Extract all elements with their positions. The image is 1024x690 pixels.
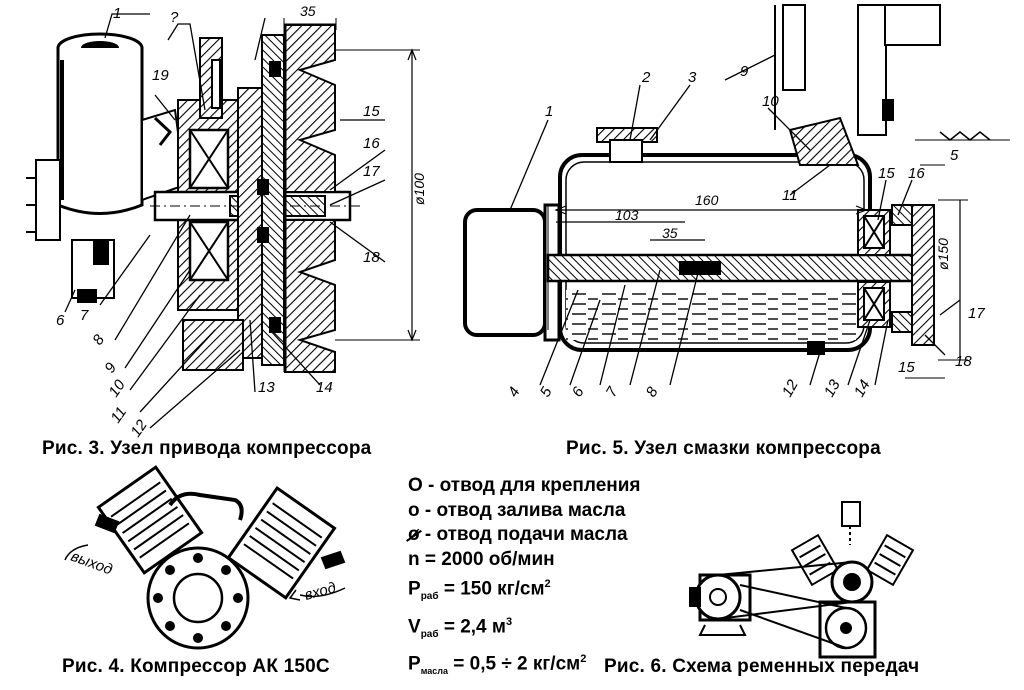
fig3-label: 7 xyxy=(80,307,89,324)
fig5-dim-diameter: ø150 xyxy=(935,238,951,270)
fig5-label: 6 xyxy=(569,384,588,400)
fig5-label: 16 xyxy=(908,165,925,182)
fig3-label: 18 xyxy=(363,249,380,266)
legend-line-oil-fill: o - отвод залива масла xyxy=(408,499,626,521)
fig3-label: 8 xyxy=(89,331,108,348)
fig5-dim-160: 160 xyxy=(695,192,719,208)
fig5-label: 12 xyxy=(779,376,802,400)
fig5-label: 7 xyxy=(603,384,622,400)
legend-line-speed: n = 2000 об/мин xyxy=(408,548,555,570)
fig3-label: 10 xyxy=(105,376,129,400)
fig3-caption: Рис. 3. Узел привода компрессора xyxy=(42,438,372,459)
fig3-label: 13 xyxy=(258,379,275,396)
fig5-label: 15 xyxy=(898,359,915,376)
fig5-label: 4 xyxy=(505,384,524,400)
fig5-dim-35: 35 xyxy=(662,225,678,241)
fig5-label: 15 xyxy=(878,165,895,182)
fig5-label: 13 xyxy=(821,376,844,400)
fig3-label: 14 xyxy=(316,379,333,396)
fig5-label: 14 xyxy=(851,377,874,400)
fig5-label: 8 xyxy=(643,384,662,400)
fig3-label: 17 xyxy=(363,163,380,180)
fig5-label: 2 xyxy=(641,69,651,86)
fig3-drive-unit-drawing xyxy=(26,13,420,429)
legend-line-oil-pressure: Pмасла = 0,5 ÷ 2 кг/см2 xyxy=(408,653,587,677)
fig4-caption: Рис. 4. Компрессор АК 150С xyxy=(62,656,330,677)
inlet-label: вход xyxy=(303,579,338,604)
fig3-label: 15 xyxy=(363,103,380,120)
fig5-caption: Рис. 5. Узел смазки компрессора xyxy=(566,438,881,459)
outlet-label: выход xyxy=(69,548,115,579)
legend-line-oil-feed: ø - отвод подачи масла xyxy=(408,523,641,548)
fig3-label: 16 xyxy=(363,135,380,152)
fig3-label: 12 xyxy=(127,416,151,440)
legend-line-work-volume: Vраб = 2,4 м3 xyxy=(408,615,513,640)
fig5-label: 10 xyxy=(762,93,779,110)
fig5-label: 1 xyxy=(545,103,553,120)
fig5-label: 9 xyxy=(740,63,749,80)
fig5-label: 5 xyxy=(537,384,556,400)
fig3-label: 19 xyxy=(152,67,169,84)
fig5-part-labels: 9 2 3 1 10 11 5 15 16 160 103 35 ø150 4 … xyxy=(505,63,986,400)
fig5-label: 17 xyxy=(968,305,985,322)
fig5-dim-103: 103 xyxy=(615,207,639,223)
fig3-label: 11 xyxy=(107,404,130,427)
fig5-label: 11 xyxy=(782,187,798,204)
fig6-belt-drive-drawing xyxy=(689,501,915,659)
fig3-label: 1 xyxy=(113,5,121,22)
fig5-label: 5 xyxy=(950,147,959,164)
fig3-label: ? xyxy=(170,9,179,26)
legend-line-work-pressure: Pраб = 150 кг/см2 xyxy=(408,578,551,603)
fig5-lubrication-unit-drawing xyxy=(463,4,1010,386)
fig3-label: 9 xyxy=(101,359,120,376)
fig3-label: 6 xyxy=(56,312,65,329)
fig5-label: 3 xyxy=(688,69,697,86)
fig3-dim-width: 35 xyxy=(300,3,316,19)
legend-line-mount: O - отвод для крепления xyxy=(408,475,641,496)
fig4-compressor-drawing xyxy=(64,465,346,650)
legend: O - отвод для крепления o - отвод залива… xyxy=(408,474,641,684)
fig3-dim-diameter: ø100 xyxy=(411,173,427,205)
fig5-label: 18 xyxy=(955,353,972,370)
fig6-caption: Рис. 6. Схема ременных передач xyxy=(604,656,920,677)
